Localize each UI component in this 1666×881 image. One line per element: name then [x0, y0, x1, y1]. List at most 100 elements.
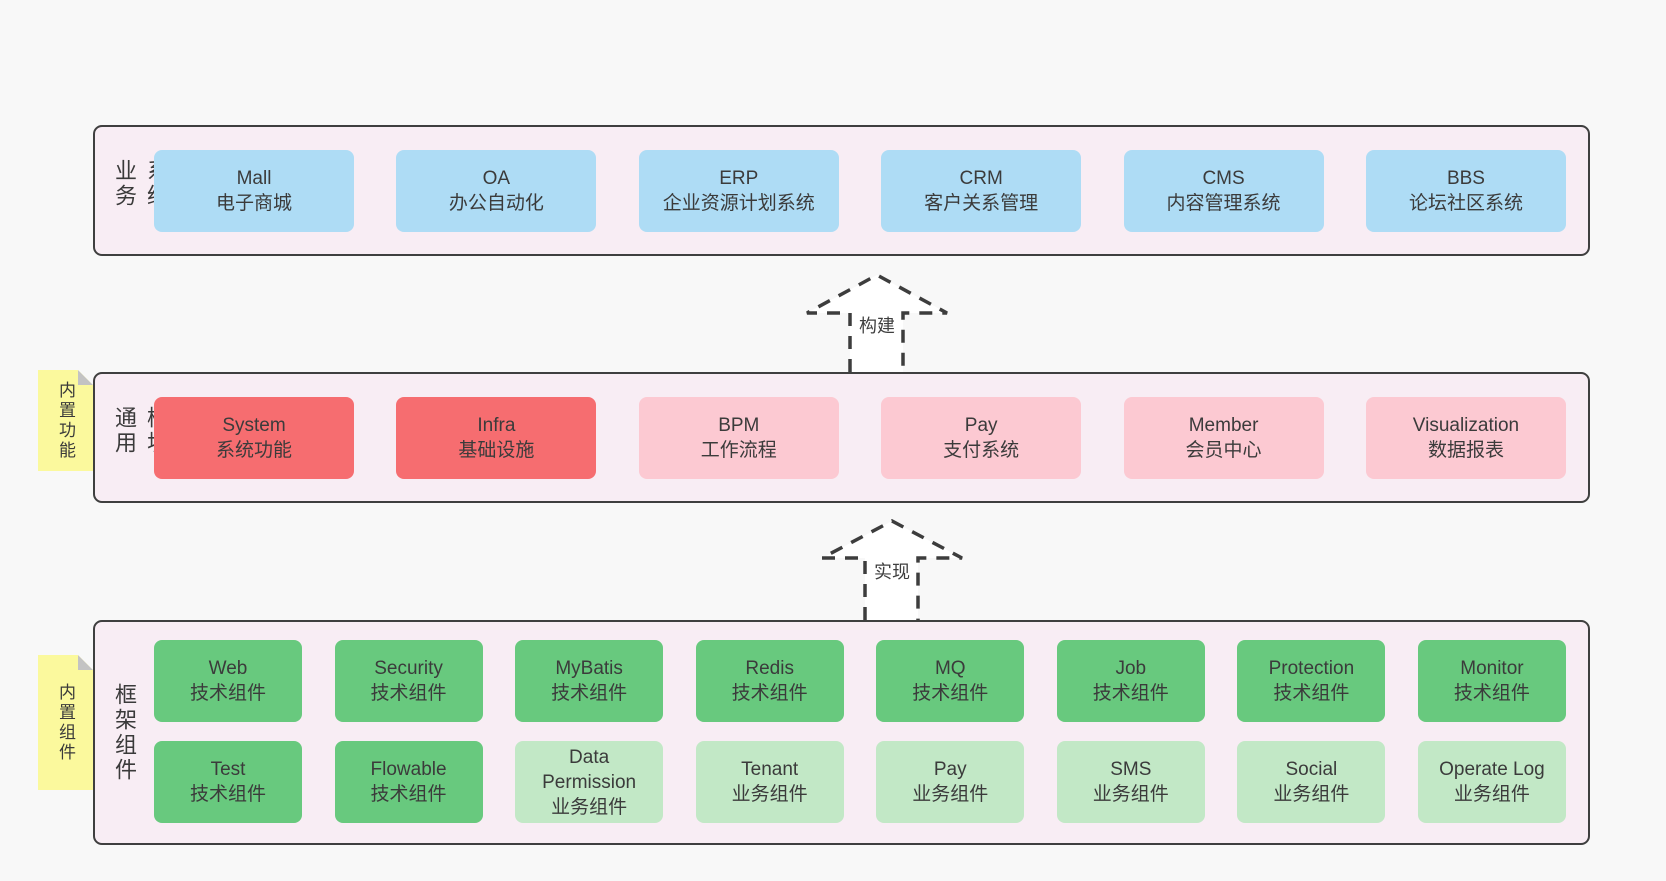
box-mall: Mall 电子商城	[154, 149, 354, 232]
box-name: OA	[482, 167, 511, 189]
box-name: Web	[208, 658, 248, 679]
box-crm: CRM 客户关系管理	[881, 149, 1082, 232]
modules-boxes-row: System 系统功能 Infra 基础设施 BPM 工作流程 Pay 支付系统…	[154, 374, 1566, 501]
box-name: MyBatis	[555, 658, 623, 679]
box-desc: 业务组件	[1273, 784, 1350, 805]
box-name: Security	[374, 658, 443, 679]
sticky-note-text: 内置组件	[56, 682, 75, 763]
sticky-note-builtin-components: 内置组件	[38, 655, 93, 790]
box-desc: 支付系统	[943, 439, 1020, 461]
box-mybatis: MyBatis 技术组件	[515, 640, 664, 722]
box-operate-log: Operate Log 业务组件	[1417, 741, 1566, 823]
folded-corner-icon	[78, 370, 93, 385]
box-redis: Redis 技术组件	[695, 640, 844, 722]
box-desc: 技术组件	[1092, 683, 1169, 704]
box-erp: ERP 企业资源计划系统	[638, 149, 839, 232]
box-desc: 工作流程	[700, 439, 777, 461]
box-desc: 业务组件	[912, 784, 989, 805]
box-bbs: BBS 论坛社区系统	[1365, 149, 1566, 232]
box-desc: 数据报表	[1427, 439, 1504, 461]
box-name: ERP	[719, 167, 759, 189]
box-name: Job	[1115, 658, 1147, 679]
box-cms: CMS 内容管理系统	[1123, 149, 1324, 232]
box-pay-component: Pay 业务组件	[876, 741, 1025, 823]
box-name: Protection	[1268, 658, 1355, 679]
box-name: Visualization	[1412, 414, 1520, 436]
box-desc: 技术组件	[370, 683, 447, 704]
box-system: System 系统功能	[154, 396, 354, 479]
arrow-label-implement: 实现	[871, 557, 913, 585]
box-job: Job 技术组件	[1056, 640, 1205, 722]
box-desc: 技术组件	[1273, 683, 1350, 704]
box-sms: SMS 业务组件	[1056, 741, 1205, 823]
box-desc: 技术组件	[912, 683, 989, 704]
folded-corner-icon	[78, 655, 93, 670]
box-desc: 技术组件	[189, 784, 266, 805]
box-desc: 内容管理系统	[1166, 192, 1281, 214]
box-bpm: BPM 工作流程	[638, 396, 839, 479]
box-desc: 技术组件	[370, 784, 447, 805]
box-tenant: Tenant 业务组件	[695, 741, 844, 823]
band-common-modules: 通用模块 System 系统功能 Infra 基础设施 BPM 工作流程 Pay…	[93, 372, 1590, 503]
box-visualization: Visualization 数据报表	[1365, 396, 1566, 479]
box-name: MQ	[934, 658, 966, 679]
box-infra: Infra 基础设施	[396, 396, 597, 479]
box-name: CMS	[1202, 167, 1245, 189]
box-protection: Protection 技术组件	[1237, 640, 1386, 722]
arrow-label-build: 构建	[856, 311, 898, 339]
box-desc: 技术组件	[551, 683, 628, 704]
box-name: Monitor	[1460, 658, 1524, 679]
box-desc: 技术组件	[731, 683, 808, 704]
box-desc: 业务组件	[1453, 784, 1530, 805]
box-desc: 技术组件	[1453, 683, 1530, 704]
box-name: BPM	[718, 414, 760, 436]
box-name: Pay	[933, 759, 967, 780]
box-web: Web 技术组件	[154, 640, 302, 722]
band-framework-components: 框架组件 Web 技术组件 Security 技术组件 MyBatis 技术组件…	[93, 620, 1590, 845]
box-name: CRM	[959, 167, 1003, 189]
box-member: Member 会员中心	[1123, 396, 1324, 479]
box-desc: 系统功能	[215, 439, 292, 461]
sticky-note-text: 内置功能	[56, 380, 75, 461]
box-name: System	[222, 414, 286, 436]
box-name: Data Permission	[542, 746, 637, 793]
box-desc: 企业资源计划系统	[662, 192, 815, 214]
box-oa: OA 办公自动化	[396, 149, 597, 232]
box-name: BBS	[1446, 167, 1485, 189]
box-mq: MQ 技术组件	[876, 640, 1025, 722]
box-desc: 技术组件	[189, 683, 266, 704]
box-name: Social	[1285, 759, 1338, 780]
box-desc: 基础设施	[458, 439, 535, 461]
box-desc: 会员中心	[1185, 439, 1262, 461]
box-name: Infra	[477, 414, 516, 436]
box-desc: 业务组件	[1092, 784, 1169, 805]
band-business-systems: 业务系统 Mall 电子商城 OA 办公自动化 ERP 企业资源计划系统 CRM…	[93, 125, 1590, 256]
box-desc: 电子商城	[215, 192, 292, 214]
box-desc: 办公自动化	[448, 192, 544, 214]
box-name: Tenant	[741, 759, 799, 780]
band-label-framework-components: 框架组件	[112, 682, 137, 783]
box-flowable: Flowable 技术组件	[334, 741, 483, 823]
components-grid: Web 技术组件 Security 技术组件 MyBatis 技术组件 Redi…	[154, 640, 1566, 823]
box-desc: 论坛社区系统	[1408, 192, 1523, 214]
box-name: Test	[210, 759, 246, 780]
sticky-note-builtin-functions: 内置功能	[38, 370, 93, 471]
box-social: Social 业务组件	[1237, 741, 1386, 823]
box-desc: 业务组件	[731, 784, 808, 805]
box-test: Test 技术组件	[154, 741, 302, 823]
components-row-1: Web 技术组件 Security 技术组件 MyBatis 技术组件 Redi…	[154, 640, 1566, 722]
box-name: Mall	[236, 167, 272, 189]
box-name: Flowable	[370, 759, 447, 780]
box-name: Member	[1188, 414, 1259, 436]
box-name: SMS	[1110, 759, 1152, 780]
box-data-permission: Data Permission 业务组件	[515, 741, 664, 823]
business-boxes-row: Mall 电子商城 OA 办公自动化 ERP 企业资源计划系统 CRM 客户关系…	[154, 127, 1566, 254]
box-desc: 业务组件	[551, 796, 628, 818]
box-desc: 客户关系管理	[924, 192, 1039, 214]
box-name: Redis	[745, 658, 794, 679]
box-name: Operate Log	[1439, 759, 1545, 780]
box-security: Security 技术组件	[334, 640, 483, 722]
box-pay-system: Pay 支付系统	[881, 396, 1082, 479]
box-monitor: Monitor 技术组件	[1417, 640, 1566, 722]
